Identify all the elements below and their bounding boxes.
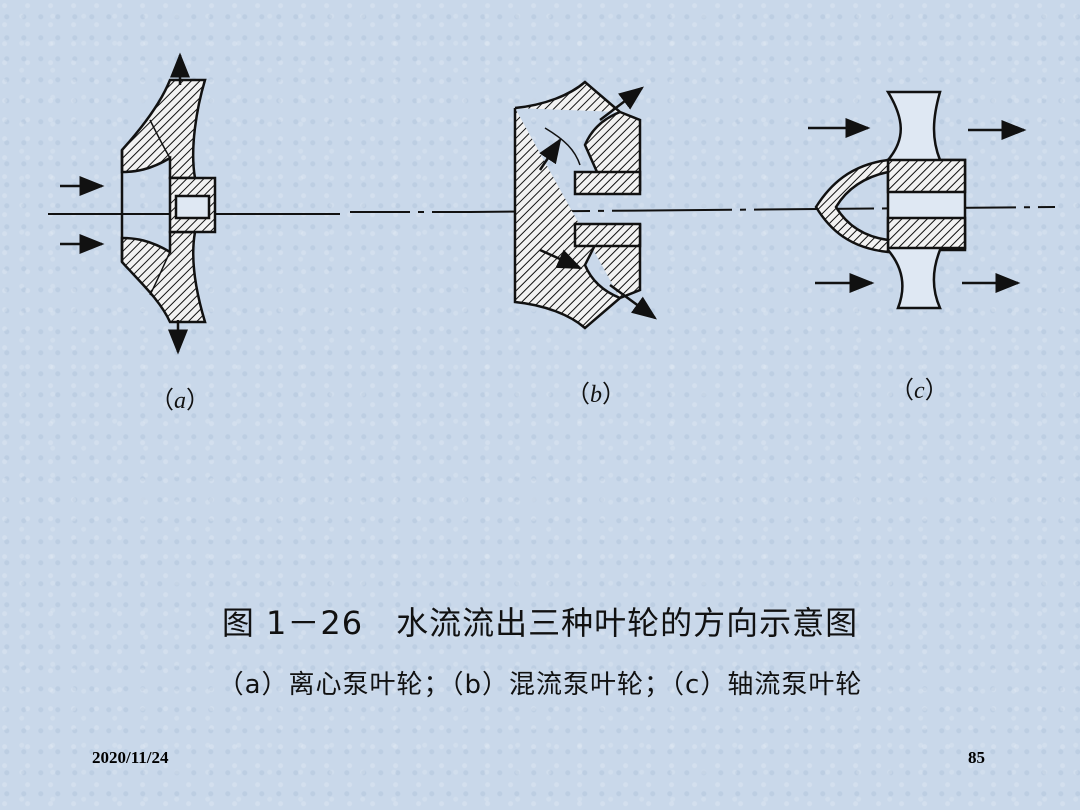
label-a-letter: a (174, 388, 186, 414)
label-a-close: ） (186, 388, 210, 414)
label-b-close: ） (602, 382, 626, 408)
page-number: 85 (968, 748, 985, 767)
label-b-open: （ (566, 382, 590, 408)
figure-caption-subtitle: （a）离心泵叶轮；（b）混流泵叶轮；（c）轴流泵叶轮 (217, 670, 863, 700)
label-a-open: （ (150, 388, 174, 414)
label-b: （b） (566, 374, 626, 409)
label-c-close: ） (924, 378, 949, 404)
label-c-open: （ (890, 378, 914, 404)
label-a: （a） (150, 380, 210, 415)
label-b-letter: b (590, 382, 602, 408)
axial-flow-impeller-drawing (808, 90, 1027, 310)
centrifugal-impeller-drawing (60, 52, 217, 355)
mixed-flow-impeller-drawing (513, 80, 658, 330)
footer-date: 2020/11/24 (92, 748, 169, 767)
label-c: （c） (890, 370, 949, 405)
label-c-letter: c (914, 378, 925, 404)
impeller-diagram (48, 52, 1056, 355)
figure-caption-title: 图 1－26 水流流出三种叶轮的方向示意图 (221, 604, 859, 642)
